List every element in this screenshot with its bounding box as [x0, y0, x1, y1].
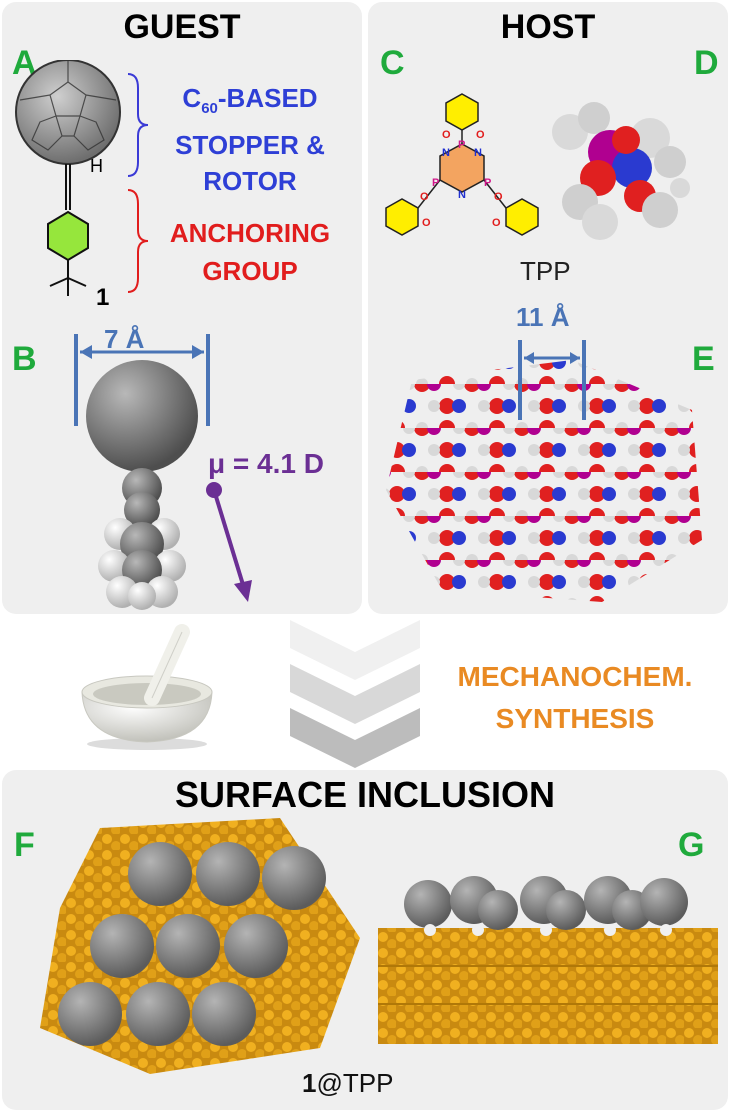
panel-label-g: G: [678, 826, 705, 864]
mortar-pestle-icon: [81, 624, 213, 750]
host-title: HOST: [500, 8, 596, 46]
panel-label-d: D: [694, 44, 719, 82]
svg-text:N: N: [442, 147, 450, 159]
svg-text:O: O: [422, 217, 431, 229]
panel-label-f: F: [14, 826, 35, 864]
process-label: MECHANOCHEM. SYNTHESIS: [420, 656, 730, 740]
svg-text:O: O: [492, 217, 501, 229]
svg-text:O: O: [494, 191, 503, 203]
svg-text:O: O: [420, 191, 429, 203]
pore-label: 11 Å: [516, 302, 570, 332]
caption-host: @TPP: [316, 1068, 394, 1098]
stopper-sub-60: 60: [201, 100, 218, 118]
c60-cage: [15, 60, 121, 165]
width-label: 7 Å: [104, 324, 145, 354]
tpp-structure-diagram: P P P N N N O O O O O O: [385, 93, 539, 236]
anchor-line-2: GROUP: [202, 256, 298, 286]
surface-title: SURFACE INCLUSION: [174, 774, 556, 815]
dipole-arrow: [206, 482, 252, 602]
hydrogen-label: H: [90, 156, 103, 176]
anchor-label: ANCHORING GROUP: [150, 214, 350, 290]
panel-label-c: C: [380, 44, 405, 82]
anchor-brace: [127, 189, 149, 293]
svg-text:P: P: [432, 177, 439, 189]
guest-structure-diagram: [15, 60, 121, 296]
stopper-line-2: STOPPER &: [175, 130, 325, 161]
panel-label-b: B: [12, 340, 37, 378]
process-line-1: MECHANOCHEM.: [457, 661, 693, 692]
inclusion-caption: 1@TPP: [302, 1068, 393, 1099]
svg-text:O: O: [476, 129, 485, 141]
compound-number-1: 1: [96, 284, 110, 311]
inclusion-top-view-diagram: [40, 818, 360, 1074]
tpp-space-filling-model: [552, 102, 690, 240]
stopper-label: C60-BASED STOPPER & ROTOR: [150, 80, 350, 199]
caption-compound-number: 1: [302, 1068, 317, 1098]
guest-title: GUEST: [123, 8, 241, 46]
svg-text:N: N: [474, 147, 482, 159]
anchor-line-1: ANCHORING: [169, 218, 331, 248]
svg-text:O: O: [442, 129, 451, 141]
process-chevrons: [290, 620, 420, 768]
host-lattice-diagram: [386, 340, 702, 602]
stopper-based: -BASED: [217, 83, 318, 113]
svg-text:P: P: [484, 177, 491, 189]
stopper-brace: [127, 73, 149, 177]
phenyl-ring: [47, 210, 89, 262]
guest-space-filling-model: [86, 360, 198, 610]
svg-text:N: N: [458, 189, 466, 201]
inclusion-side-view-diagram: [378, 876, 718, 1044]
stopper-line-3: ROTOR: [203, 166, 297, 197]
panel-label-e: E: [692, 340, 715, 378]
stopper-c: C: [182, 83, 202, 113]
dipole-label: μ = 4.1 D: [208, 448, 324, 479]
tpp-label: TPP: [520, 256, 571, 286]
svg-text:P: P: [458, 139, 465, 151]
process-line-2: SYNTHESIS: [495, 703, 655, 734]
width-dimension: [74, 334, 210, 426]
